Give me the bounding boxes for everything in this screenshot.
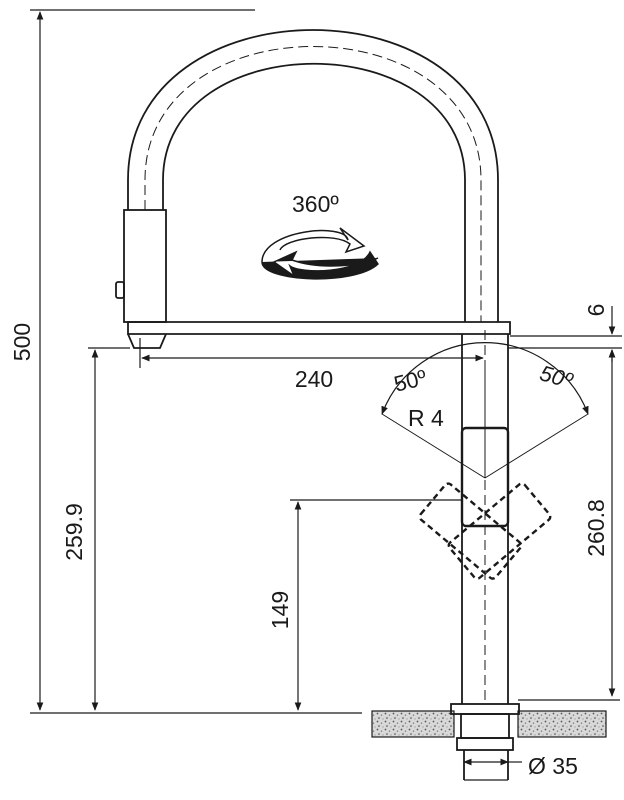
dimension-lines — [30, 9, 622, 766]
dim-body-height: 260.8 — [583, 499, 609, 557]
label-rotation: 360º — [292, 191, 339, 217]
dim-handle-height: 149 — [267, 591, 293, 629]
dim-spout-reach: 240 — [295, 366, 333, 392]
base-mount — [450, 703, 520, 781]
rotation-arrow-icon — [261, 227, 379, 280]
spray-head — [115, 209, 167, 323]
dim-base-diameter: Ø 35 — [528, 753, 578, 779]
dim-spout-height: 259.9 — [61, 503, 87, 561]
label-radius: R 4 — [408, 405, 444, 431]
hose-arch — [127, 29, 499, 322]
spout-arm — [127, 321, 511, 349]
label-angle-left: 50º — [391, 365, 429, 397]
dim-spout-thickness: 6 — [583, 304, 609, 317]
label-angle-right: 50º — [537, 360, 576, 393]
lever-handle — [381, 342, 589, 580]
counter-top — [30, 710, 607, 738]
dim-total-height: 500 — [9, 323, 35, 361]
